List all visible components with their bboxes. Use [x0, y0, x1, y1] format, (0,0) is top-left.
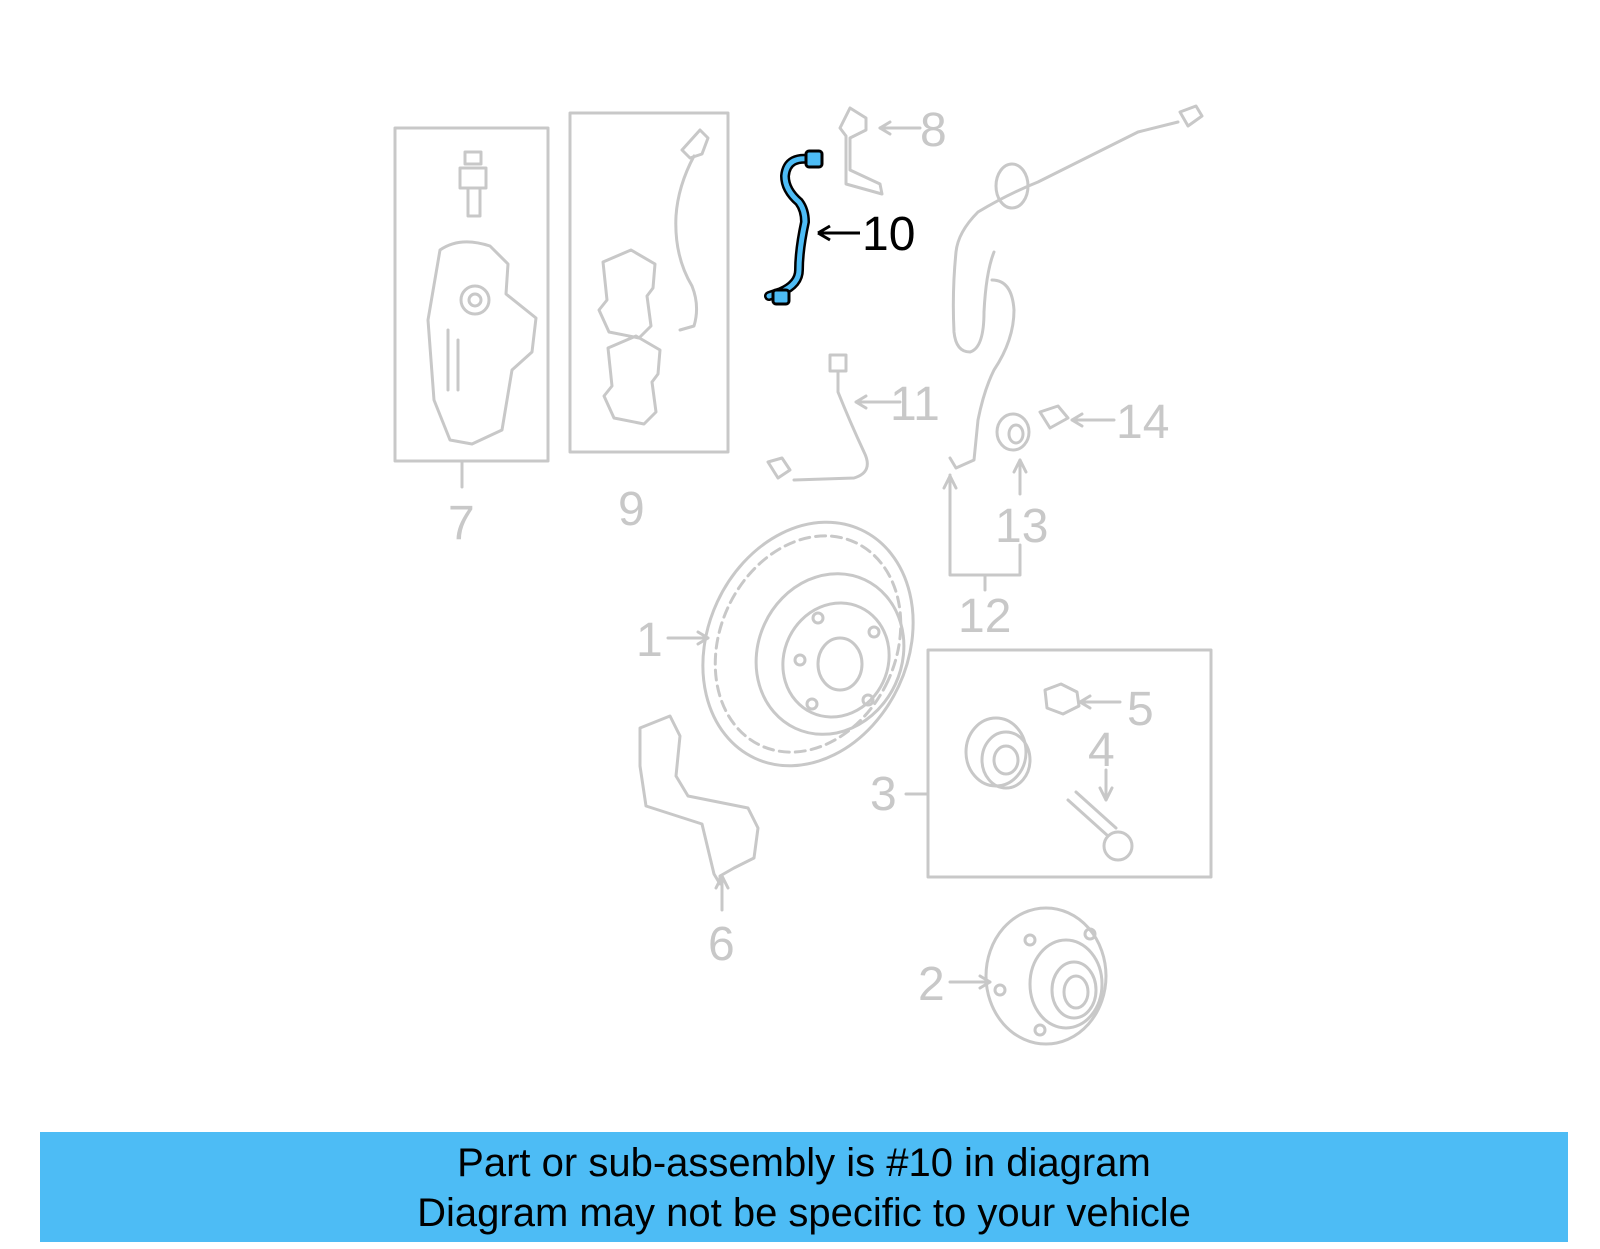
part-9-pads-group: [568, 111, 730, 454]
part-3-box: [926, 648, 1213, 879]
part-6-shield: [638, 714, 760, 912]
part-11-hose: [766, 353, 902, 482]
callout-2: 2: [918, 958, 945, 1011]
part-10-brake-line: [764, 149, 860, 306]
part-13-seal: [995, 412, 1031, 496]
callout-13: 13: [995, 500, 1048, 553]
callout-11: 11: [890, 378, 940, 431]
info-banner: Part or sub-assembly is #10 in diagram D…: [40, 1132, 1568, 1242]
part-2-hub: [948, 906, 1108, 1046]
banner-line-part: Part or sub-assembly is #10 in diagram: [457, 1141, 1151, 1185]
callout-14: 14: [1116, 396, 1169, 449]
part-14-clip: [1038, 404, 1116, 430]
part-1-rotor: [666, 520, 915, 768]
part-8-bracket: [838, 106, 922, 196]
callout-12: 12: [958, 590, 1011, 643]
part-3-bearing-group: [904, 648, 1213, 879]
part-12-abs-sensor: [942, 104, 1204, 592]
callout-7: 7: [448, 497, 475, 550]
part-7-box: [393, 126, 550, 463]
part-7-caliper-group: [393, 126, 550, 489]
callout-1: 1: [636, 614, 663, 667]
callout-3: 3: [870, 768, 897, 821]
part-9-box: [568, 111, 730, 454]
callout-8: 8: [920, 104, 947, 157]
callout-5: 5: [1127, 683, 1154, 736]
callout-10: 10: [862, 208, 915, 261]
callout-9: 9: [618, 483, 645, 536]
callout-6: 6: [708, 918, 735, 971]
callout-4: 4: [1088, 724, 1115, 777]
banner-line-disclaimer: Diagram may not be specific to your vehi…: [417, 1191, 1191, 1235]
brake-parts-diagram: 7 9 8 10 11 12: [393, 104, 1213, 1046]
